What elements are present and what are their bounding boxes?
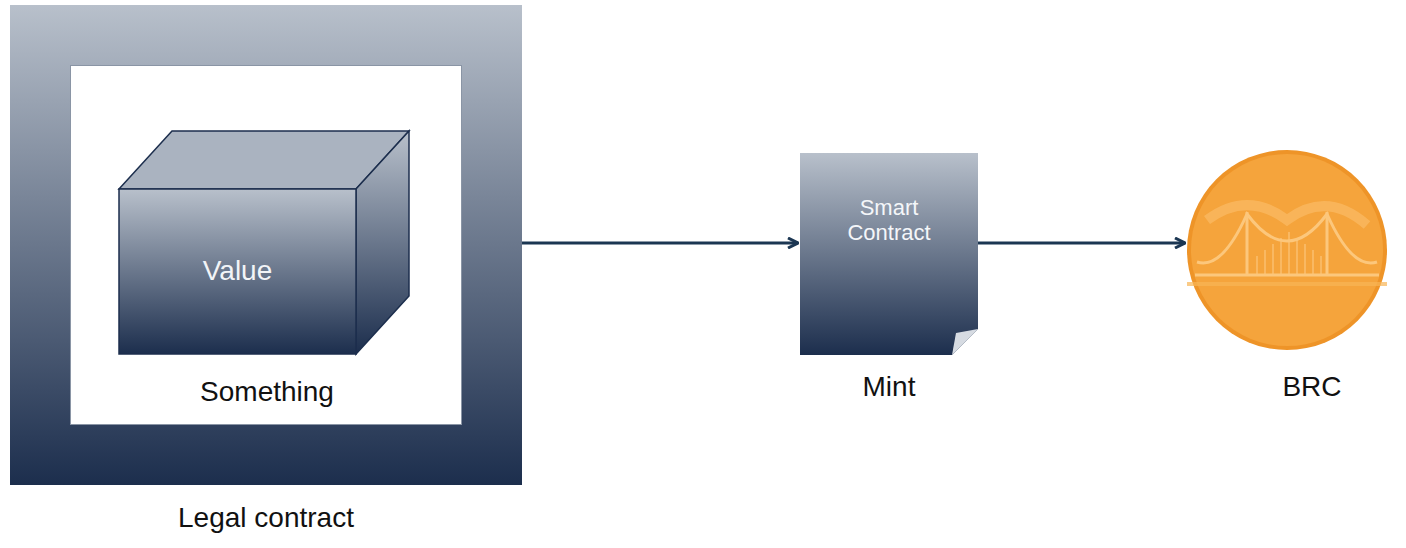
box-caption: Something xyxy=(71,376,463,408)
doc-outline xyxy=(800,153,978,355)
cube-outline xyxy=(119,131,409,354)
document-caption: Mint xyxy=(780,371,998,403)
brc-coin: BRC xyxy=(1187,150,1387,350)
something-box: Something Value xyxy=(70,65,462,425)
value-cube: Value xyxy=(119,131,409,354)
flow-arrow xyxy=(978,242,1185,245)
legal-contract-frame: Legal contractSomethingValue xyxy=(10,5,522,485)
coin-outline xyxy=(1187,150,1387,350)
frame-caption: Legal contract xyxy=(0,502,532,534)
cube-label: Value xyxy=(119,189,356,354)
smart-contract-document: Smart ContractMint xyxy=(800,153,978,355)
coin-caption: BRC xyxy=(1237,371,1387,403)
flow-arrow xyxy=(522,242,798,245)
document-label: Smart Contract xyxy=(820,195,958,246)
